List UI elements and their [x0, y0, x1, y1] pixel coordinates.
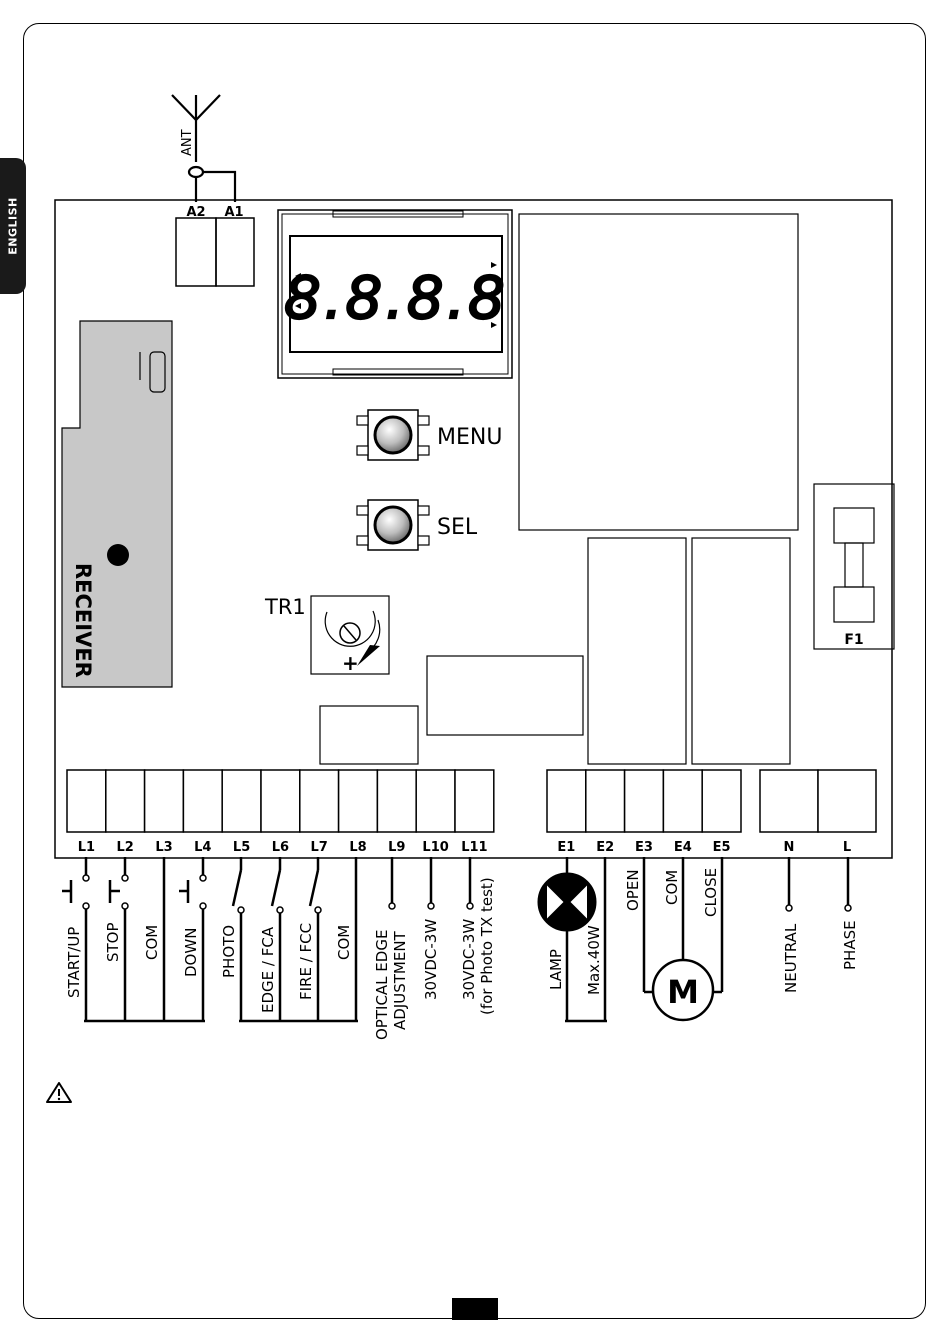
terminal-screw-e5 — [702, 770, 741, 832]
fuse-label: F1 — [844, 632, 863, 648]
terminal-screw-l8 — [339, 770, 378, 832]
terminal-screw-l4 — [183, 770, 222, 832]
label-photo-tx-test: (for Photo TX test) — [478, 877, 496, 1015]
label-stop: STOP — [104, 922, 122, 962]
terminal-label-a2: A2 — [186, 205, 205, 220]
label-photo: PHOTO — [220, 925, 238, 978]
terminal-screw-l — [818, 770, 876, 832]
low-voltage-terminal-block: L1 L2 L3 L4 L5 L6 L7 L8 L9 L10 L11 — [67, 770, 494, 855]
trimmer-label: TR1 — [264, 595, 306, 619]
receiver-label: RECEIVER — [71, 563, 95, 678]
label-start-up: START/UP — [65, 927, 83, 998]
terminal-screw-e2 — [586, 770, 625, 832]
lamp-icon — [539, 874, 595, 930]
terminal-label-l11: L11 — [461, 840, 487, 855]
label-adjustment: ADJUSTMENT — [391, 930, 409, 1030]
terminal-screw-e3 — [625, 770, 664, 832]
component-block — [320, 706, 418, 764]
power-terminal-block: E1 E2 E3 E4 E5 — [547, 770, 741, 855]
relay-block-2 — [692, 538, 790, 764]
label-lamp: LAMP — [547, 949, 565, 990]
trimmer-plus-label: + — [342, 651, 359, 675]
capacitor-block — [427, 656, 583, 735]
terminal-label-e1: E1 — [557, 840, 575, 855]
terminal-screw-l2 — [106, 770, 145, 832]
terminal-label-l2: L2 — [117, 840, 134, 855]
terminal-label-l5: L5 — [233, 840, 250, 855]
terminal-label-e4: E4 — [674, 840, 692, 855]
terminal-screw-l3 — [145, 770, 184, 832]
label-edge: EDGE / FCA — [259, 926, 277, 1013]
label-30vdc-test: 30VDC-3W — [460, 919, 478, 1000]
terminal-label-l9: L9 — [388, 840, 405, 855]
display-digits: 8.8.8.8 — [284, 264, 508, 332]
label-fire: FIRE / FCC — [297, 923, 315, 1000]
label-com-2: COM — [335, 925, 353, 960]
terminal-label-l1: L1 — [78, 840, 95, 855]
terminal-screw-n — [760, 770, 818, 832]
terminal-label-l8: L8 — [349, 840, 366, 855]
terminal-label-l3: L3 — [155, 840, 172, 855]
terminal-screw-l5 — [222, 770, 261, 832]
fuse-f1 — [814, 484, 894, 649]
terminal-screw-l10 — [416, 770, 455, 832]
terminal-label-e2: E2 — [596, 840, 614, 855]
terminal-label-l7: L7 — [311, 840, 328, 855]
terminal-dots — [83, 875, 851, 913]
label-open: OPEN — [624, 869, 642, 911]
terminal-label-l6: L6 — [272, 840, 289, 855]
terminal-label-e5: E5 — [713, 840, 731, 855]
terminal-label-n: N — [784, 840, 795, 855]
label-max-40w: Max.40W — [585, 925, 603, 995]
terminal-label-l: L — [843, 840, 851, 855]
label-down: DOWN — [182, 928, 200, 977]
sel-button-label: SEL — [437, 515, 478, 540]
label-phase: PHASE — [841, 920, 859, 970]
label-com-1: COM — [143, 925, 161, 960]
push-button-symbols — [62, 880, 188, 903]
warning-triangle-icon — [47, 1083, 71, 1102]
motor-label: M — [667, 973, 699, 1011]
label-optical-edge: OPTICAL EDGE — [373, 930, 391, 1040]
terminal-screw-l11 — [455, 770, 494, 832]
sel-button[interactable] — [357, 500, 429, 550]
terminal-label-l10: L10 — [422, 840, 448, 855]
label-com-3: COM — [663, 870, 681, 905]
terminal-screw-l7 — [300, 770, 339, 832]
antenna-terminal-block — [176, 218, 254, 286]
terminal-screw-l1 — [67, 770, 106, 832]
label-neutral: NEUTRAL — [782, 923, 800, 993]
label-close: CLOSE — [702, 868, 720, 917]
switch-contact-symbols — [233, 870, 318, 906]
terminal-screw-e4 — [663, 770, 702, 832]
menu-button-label: MENU — [437, 425, 502, 450]
label-30vdc: 30VDC-3W — [422, 919, 440, 1000]
antenna-label: ANT — [180, 129, 195, 156]
terminal-label-e3: E3 — [635, 840, 653, 855]
transformer-block — [519, 214, 798, 530]
terminal-screw-e1 — [547, 770, 586, 832]
terminal-screw-l6 — [261, 770, 300, 832]
terminal-screw-l9 — [377, 770, 416, 832]
terminal-label-a1: A1 — [224, 205, 243, 220]
menu-button[interactable] — [357, 410, 429, 460]
relay-block-1 — [588, 538, 686, 764]
terminal-label-l4: L4 — [194, 840, 211, 855]
